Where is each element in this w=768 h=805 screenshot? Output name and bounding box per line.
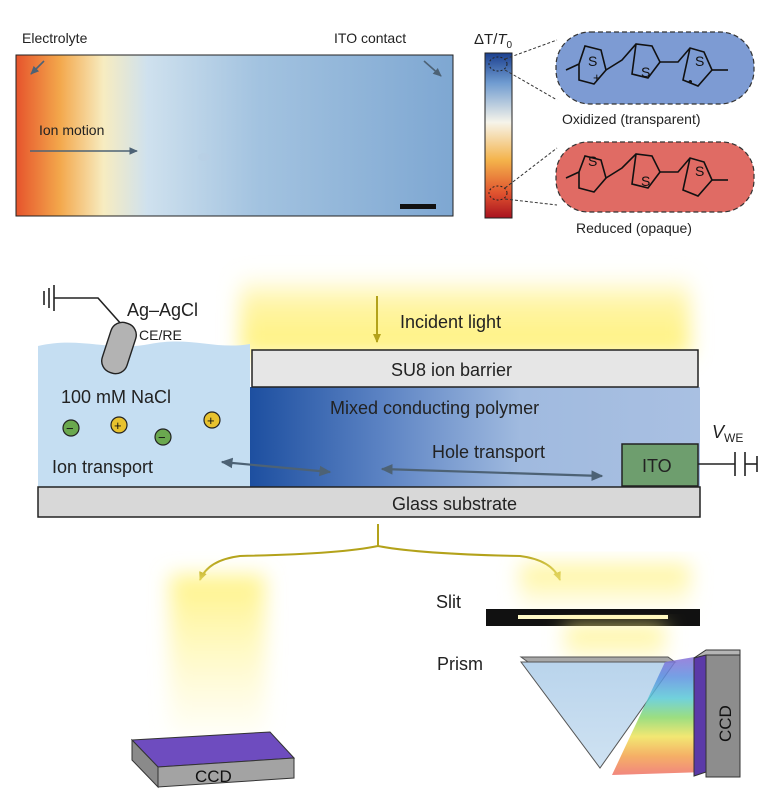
ccd-sensor-strip <box>693 652 707 777</box>
oxidized-label: Oxidized (transparent) <box>562 111 701 127</box>
prism-body <box>520 661 676 769</box>
hole-transport-label: Hole transport <box>432 442 545 462</box>
transmission-map-panel: Electrolyte ITO contact Ion motion <box>15 30 454 217</box>
right-beam-glow <box>520 565 690 610</box>
transmission-map <box>15 54 454 217</box>
left-ccd: CCD <box>130 731 296 789</box>
optics: CCD Slit Prism CCD <box>130 524 741 789</box>
ion-motion-label: Ion motion <box>39 122 104 138</box>
voltage-label: VWE <box>712 422 743 445</box>
colorbar-marker-reduced <box>488 185 508 201</box>
device-schematic: SU8 ion barrier Glass substrate Incident… <box>37 275 758 518</box>
anion-sign: − <box>66 421 74 436</box>
leader-line <box>504 198 558 206</box>
left-beam-glow <box>170 575 265 735</box>
colorbar-gradient <box>484 52 513 219</box>
reduced-label: Reduced (opaque) <box>576 220 692 236</box>
oxidized-molecule: S S S + • Oxidized (transparent) <box>555 31 755 127</box>
electrode-label: Ag–AgCl <box>127 300 198 320</box>
electrolyte-pool <box>38 341 250 487</box>
polaron-charge: + <box>593 70 601 85</box>
colorbar-title: ΔT/T0 <box>474 31 513 51</box>
colorbar: ΔT/T0 <box>474 31 558 219</box>
ccd-front <box>157 757 295 788</box>
beam-split-arrow-left <box>199 524 379 581</box>
cation: + <box>110 416 128 434</box>
incident-light-glow <box>240 275 690 355</box>
ground-wire <box>54 297 123 326</box>
sulfur-atom: S <box>641 173 650 189</box>
sulfur-atom: S <box>588 153 597 169</box>
electrolyte-label: 100 mM NaCl <box>61 387 171 407</box>
slit-opening <box>518 615 668 619</box>
hole-transport-arrow <box>380 464 604 481</box>
prism-top-face <box>519 656 677 663</box>
cation-sign: + <box>114 418 122 433</box>
reference-electrode <box>101 321 137 375</box>
polymer-label: Mixed conducting polymer <box>330 398 539 418</box>
polaron-radical: • <box>688 74 693 89</box>
ccd-body <box>705 654 741 778</box>
ion-transport-arrow <box>220 457 332 477</box>
leader-line <box>504 147 558 189</box>
ito-contact-label: ITO contact <box>334 30 406 46</box>
ccd-top <box>693 649 741 659</box>
sulfur-atom: S <box>695 163 704 179</box>
prism-label: Prism <box>437 654 483 674</box>
reduced-molecule: S S S Reduced (opaque) <box>555 141 755 236</box>
electrode-sublabel: CE/RE <box>139 327 182 343</box>
sulfur-atom: S <box>588 53 597 69</box>
right-ccd-label: CCD <box>716 705 735 742</box>
ito-pointer-arrow <box>423 60 442 77</box>
reduced-molecule-capsule <box>555 141 755 213</box>
map-artifact-spot <box>198 153 210 161</box>
polythiophene-reduced-structure <box>565 153 728 197</box>
ito-label: ITO <box>642 456 672 476</box>
electrolyte-pointer-arrow <box>30 60 45 75</box>
colorbar-marker-oxidized <box>488 56 508 72</box>
cation: + <box>203 411 221 429</box>
su8-barrier-label: SU8 ion barrier <box>391 360 512 380</box>
leader-line <box>504 69 558 101</box>
anion: − <box>154 428 172 446</box>
su8-barrier <box>251 349 699 388</box>
dispersed-spectrum <box>612 655 706 775</box>
leader-line <box>504 39 558 60</box>
electrolyte-label: Electrolyte <box>22 30 88 46</box>
incident-light-label: Incident light <box>400 312 501 332</box>
slit-label: Slit <box>436 592 461 612</box>
right-ccd: CCD <box>693 649 741 778</box>
sulfur-atom: S <box>695 53 704 69</box>
glass-substrate-label: Glass substrate <box>392 494 517 514</box>
ion-transport-label: Ion transport <box>52 457 153 477</box>
anion-sign: − <box>158 430 166 445</box>
anion: − <box>62 419 80 437</box>
polythiophene-oxidized-structure <box>565 43 728 87</box>
left-ccd-label: CCD <box>195 767 232 786</box>
scale-bar <box>400 204 436 209</box>
glass-substrate <box>37 486 701 518</box>
cation-sign: + <box>207 413 215 428</box>
ito-electrode <box>621 443 699 487</box>
sulfur-atom: S <box>641 64 650 80</box>
